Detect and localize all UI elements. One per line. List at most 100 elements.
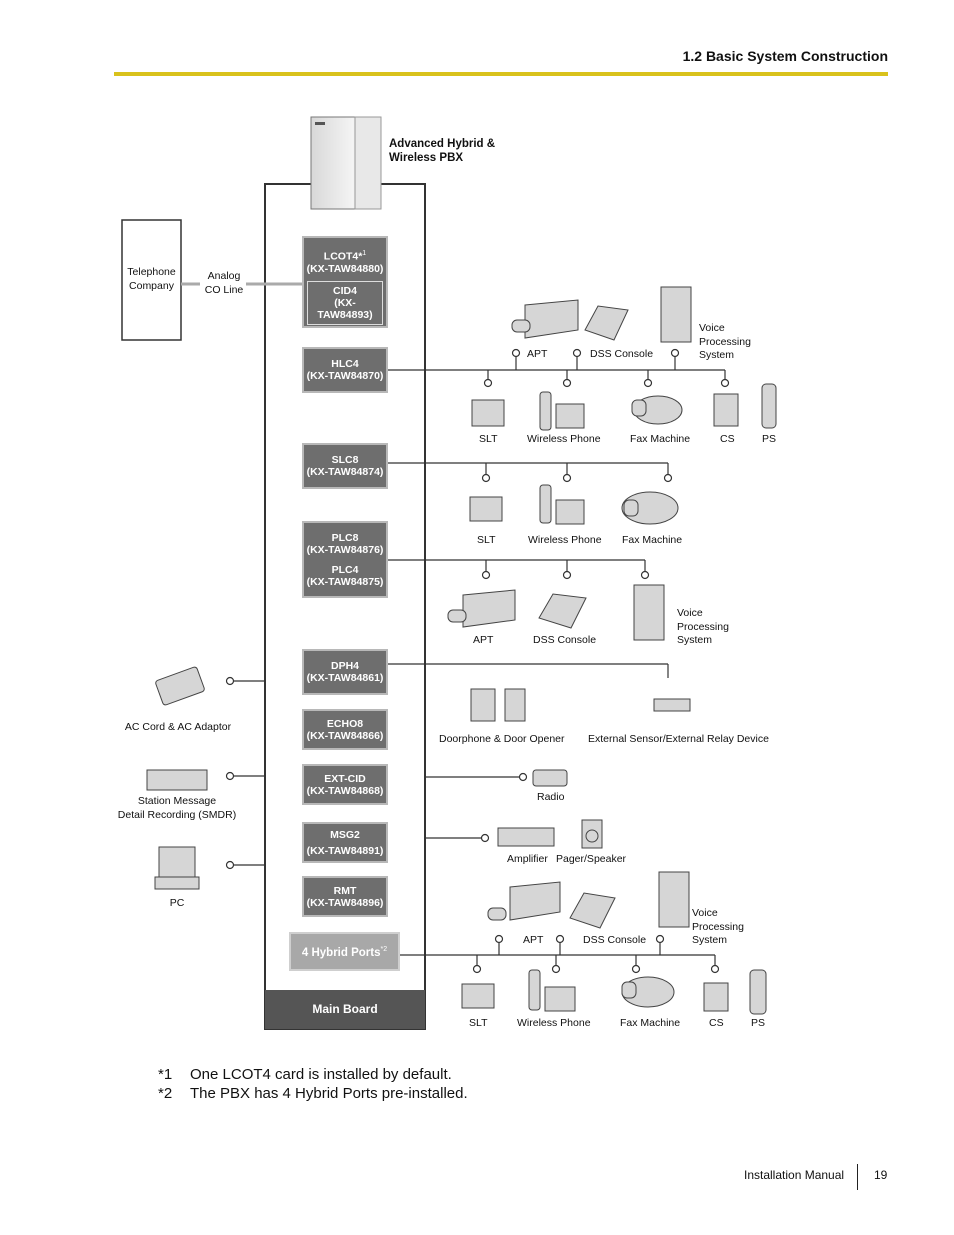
fax-machine-icon — [621, 491, 679, 525]
smdr-printer-icon — [146, 769, 208, 791]
card-plc4-name: PLC4 — [331, 563, 359, 576]
pc-label: PC — [169, 897, 185, 909]
card-ext-cid-model: (KX-TAW84868) — [306, 784, 384, 797]
card-hlc4: HLC4 (KX-TAW84870) — [302, 347, 388, 393]
vps-label: Voice Processing System — [677, 607, 729, 646]
slt-label: SLT — [469, 1017, 488, 1029]
card-lcot4: LCOT4*1 (KX-TAW84880) CID4 (KX-TAW84893) — [302, 236, 388, 328]
ps-icon — [749, 969, 767, 1015]
cs-icon — [713, 393, 739, 427]
radio-label: Radio — [537, 791, 565, 803]
pager-speaker-icon — [581, 819, 603, 849]
footer-divider — [857, 1164, 858, 1190]
slt-label: SLT — [479, 433, 498, 445]
section-title: 1.2 Basic System Construction — [682, 48, 888, 64]
smdr-label: Station Message Detail Recording (SMDR) — [117, 795, 237, 821]
vps-label: Voice Processing System — [699, 322, 751, 361]
dss-console-icon — [538, 593, 587, 629]
card-plc8-model: (KX-TAW84876) — [306, 543, 384, 556]
header-rule — [114, 72, 888, 76]
page-number: 19 — [874, 1168, 888, 1182]
wireless-phone-icon — [528, 969, 576, 1012]
card-plc4-model: (KX-TAW84875) — [306, 575, 384, 588]
pager-label: Pager/Speaker — [556, 853, 627, 865]
card-ext-cid-name: EXT-CID — [324, 772, 366, 785]
external-sensor-icon — [653, 698, 691, 712]
card-echo8-model: (KX-TAW84866) — [306, 729, 384, 742]
slt-icon — [471, 399, 505, 427]
card-rmt-name: RMT — [333, 884, 357, 897]
apt-icon — [447, 589, 516, 628]
fax-label: Fax Machine — [622, 534, 683, 546]
dss-console-icon — [569, 892, 616, 929]
card-slc8: SLC8 (KX-TAW84874) — [302, 443, 388, 489]
footer-manual: Installation Manual — [744, 1168, 845, 1182]
ac-adaptor-icon — [155, 666, 205, 706]
main-board-label: Main Board — [312, 1002, 378, 1016]
radio-icon — [532, 769, 568, 787]
card-echo8: ECHO8 (KX-TAW84866) — [302, 709, 388, 750]
card-lcot4-sup: 1 — [362, 250, 367, 257]
doorphone-icon — [470, 688, 526, 722]
card-rmt-model: (KX-TAW84896) — [306, 896, 384, 909]
footnote-1-mark: *1 — [158, 1066, 173, 1083]
card-rmt: RMT (KX-TAW84896) — [302, 876, 388, 917]
analog-co-line-label: Analog CO Line — [204, 270, 244, 296]
apt-label: APT — [473, 634, 494, 646]
sensor-label: External Sensor/External Relay Device — [588, 733, 769, 745]
apt-label: APT — [527, 348, 548, 360]
apt-label: APT — [523, 934, 544, 946]
footnote-1: *1 One LCOT4 card is installed by default… — [158, 1066, 452, 1083]
card-hlc4-model: (KX-TAW84870) — [306, 370, 384, 382]
footnote-2-mark: *2 — [158, 1085, 173, 1102]
fax-machine-icon — [621, 976, 675, 1008]
amplifier-icon — [497, 827, 555, 847]
card-hlc4-name: HLC4 — [331, 358, 359, 370]
doorphone-label: Doorphone & Door Opener — [439, 733, 565, 745]
dss-console-icon — [584, 305, 629, 341]
dss-label: DSS Console — [533, 634, 597, 646]
slt-icon — [461, 983, 495, 1009]
wireless-phone-icon — [539, 391, 585, 431]
card-dph4-name: DPH4 — [330, 660, 359, 672]
cs-label: CS — [709, 1017, 724, 1029]
ac-adaptor-label: AC Cord & AC Adaptor — [124, 721, 232, 733]
apt-icon — [511, 299, 579, 339]
footnote-1-text: One LCOT4 card is installed by default. — [190, 1066, 452, 1083]
dss-label: DSS Console — [590, 348, 654, 360]
wireless-label: Wireless Phone — [528, 534, 602, 546]
card-hybrid-ports: 4 Hybrid Ports*2 — [289, 932, 400, 971]
pbx-tower-icon — [310, 116, 382, 210]
fax-label: Fax Machine — [630, 433, 691, 445]
card-slc8-name: SLC8 — [331, 454, 359, 466]
card-lcot4-name: LCOT4* — [323, 250, 363, 263]
card-hybrid-name: 4 Hybrid Ports — [301, 946, 381, 959]
footnote-2-text: The PBX has 4 Hybrid Ports pre-installed… — [190, 1085, 468, 1102]
card-slc8-model: (KX-TAW84874) — [306, 466, 384, 478]
card-echo8-name: ECHO8 — [326, 717, 364, 730]
fax-label: Fax Machine — [620, 1017, 681, 1029]
fax-machine-icon — [631, 395, 683, 425]
card-cid4: CID4 (KX-TAW84893) — [307, 280, 383, 325]
apt-icon — [487, 881, 561, 921]
card-cid4-name: CID4 — [333, 284, 357, 297]
dss-label: DSS Console — [583, 934, 647, 946]
ps-icon — [761, 383, 777, 429]
card-cid4-model: (KX-TAW84893) — [317, 296, 373, 321]
card-msg2-model: (KX-TAW84891) — [306, 844, 384, 857]
wireless-label: Wireless Phone — [517, 1017, 591, 1029]
telephone-company: Telephone Company — [127, 266, 176, 292]
card-lcot4-model: (KX-TAW84880) — [306, 262, 384, 275]
ps-label: PS — [751, 1017, 766, 1029]
slt-label: SLT — [477, 534, 496, 546]
slt-icon — [469, 496, 503, 522]
voice-processing-icon — [660, 286, 692, 343]
voice-processing-icon — [658, 871, 690, 928]
voice-processing-icon — [633, 584, 665, 641]
amplifier-label: Amplifier — [507, 853, 548, 865]
card-dph4-model: (KX-TAW84861) — [306, 672, 384, 684]
card-dph4: DPH4 (KX-TAW84861) — [302, 649, 388, 695]
ps-label: PS — [762, 433, 777, 445]
card-hybrid-sup: *2 — [380, 946, 388, 954]
